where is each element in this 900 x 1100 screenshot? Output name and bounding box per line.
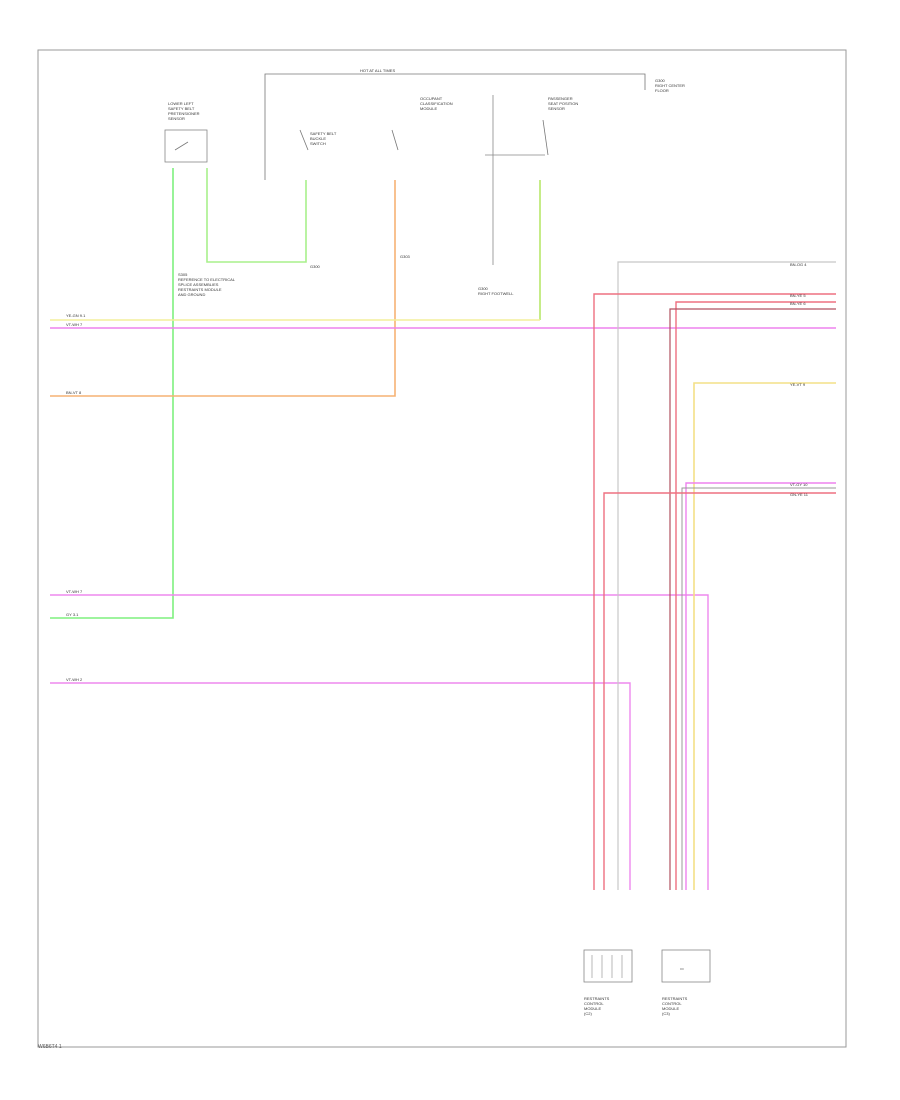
left-wire-label-6: VT-WH 2 bbox=[66, 677, 83, 682]
wire-right-red-1 bbox=[593, 293, 836, 890]
wire-right-red-3 bbox=[669, 308, 836, 890]
wire-right-red-4 bbox=[603, 492, 836, 890]
svg-text:▭: ▭ bbox=[680, 966, 684, 971]
wire-gn-left-drop bbox=[50, 168, 174, 619]
wire-violet-mid bbox=[50, 594, 709, 890]
module-connector-c2 bbox=[583, 949, 633, 983]
ground-label-1: G300 bbox=[310, 264, 321, 269]
wire-right-gray bbox=[617, 261, 836, 890]
left-wire-label-5: GY 3.1 bbox=[66, 612, 79, 617]
buckle-switch-blade-2 bbox=[391, 129, 399, 151]
pretensioner-switch-blade bbox=[174, 141, 189, 151]
right-wire-label-4: YE-VT 9 bbox=[790, 382, 806, 387]
right-wire-label-1: BN-OG 4 bbox=[790, 262, 807, 267]
wire-gn-loop bbox=[206, 168, 307, 263]
footer-code: W6B6T4 1 bbox=[38, 1044, 62, 1050]
wire-right-gray-2 bbox=[681, 487, 836, 890]
wire-right-violet bbox=[685, 482, 836, 890]
module-connector-c3: ▭ bbox=[661, 949, 711, 983]
buckle-switch-blade bbox=[299, 129, 309, 151]
wire-right-red-2 bbox=[675, 301, 836, 890]
left-wire-label-2: VT-WH 7 bbox=[66, 322, 83, 327]
right-wire-label-2: BN-YE 5 bbox=[790, 293, 806, 298]
wire-orange bbox=[50, 180, 396, 397]
ground-label-2: G303 bbox=[400, 254, 411, 259]
wire-violet-low bbox=[50, 682, 631, 890]
right-wire-label-6: GN-YE 11 bbox=[790, 492, 809, 497]
hot-at-all-times-line bbox=[264, 73, 646, 180]
wire-right-yellow bbox=[693, 382, 836, 890]
left-wire-label-1: YE-GN 9.1 bbox=[66, 313, 86, 318]
left-wire-label-3: BN-VT 8 bbox=[66, 390, 82, 395]
seat-switch-blade bbox=[542, 119, 549, 156]
hot-at-all-times-label: HOT AT ALL TIMES bbox=[360, 68, 395, 73]
left-wire-label-4: VT-WH 7 bbox=[66, 589, 83, 594]
right-wire-label-3: BN-YE 6 bbox=[790, 301, 806, 306]
diagram-border bbox=[37, 49, 847, 1048]
pretensioner-sensor-box bbox=[164, 129, 208, 163]
right-wire-label-5: VT-GY 10 bbox=[790, 482, 808, 487]
